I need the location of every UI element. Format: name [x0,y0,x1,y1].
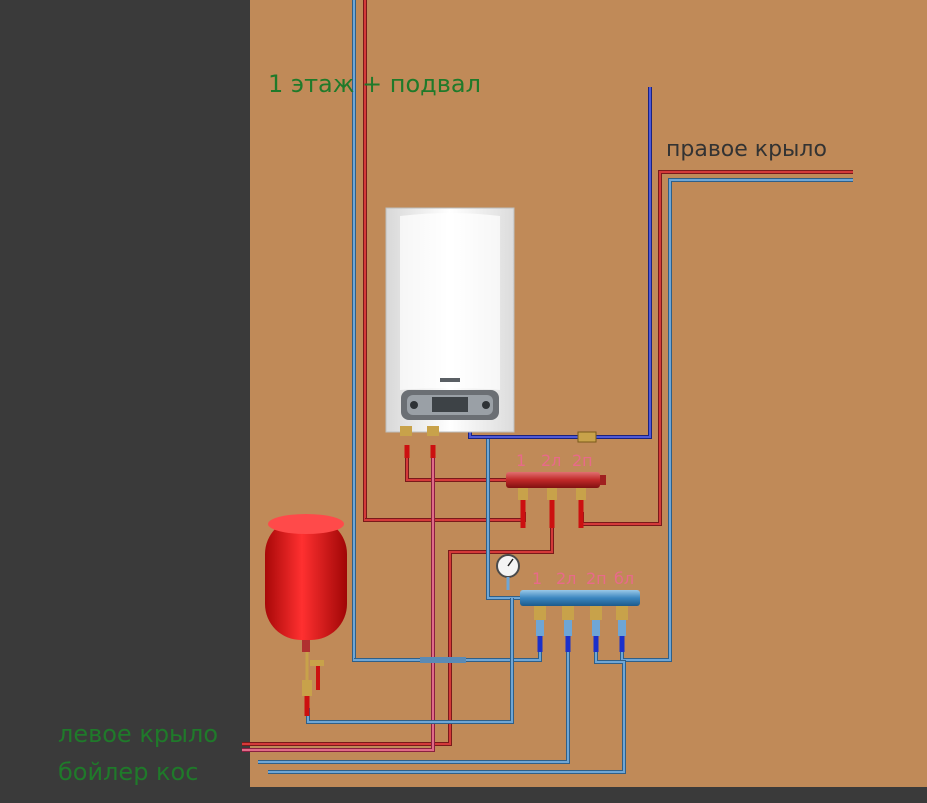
return-port-bl: бл [614,569,634,588]
pressure-gauge [496,554,520,590]
boiler-unit [385,207,515,436]
supply-port-1: 1 [516,451,526,470]
return-port-2p: 2п [586,569,607,588]
riser-floor1 [352,0,367,662]
return-pipes [258,87,853,774]
label-floor1-basement: 1 этаж + подвал [268,70,481,98]
expansion-tank [265,514,347,716]
supply-manifold [506,472,606,528]
wall-background [250,0,927,787]
return-port-1: 1 [532,569,542,588]
label-boiler-kos: бойлер кос [58,758,198,786]
label-left-wing: левое крыло [58,720,218,748]
supply-port-2p: 2п [572,451,593,470]
supply-port-2l: 2л [541,451,561,470]
return-manifold [520,590,640,636]
label-right-wing: правое крыло [666,137,827,162]
pipe-valve [577,431,597,443]
return-port-2l: 2л [556,569,576,588]
